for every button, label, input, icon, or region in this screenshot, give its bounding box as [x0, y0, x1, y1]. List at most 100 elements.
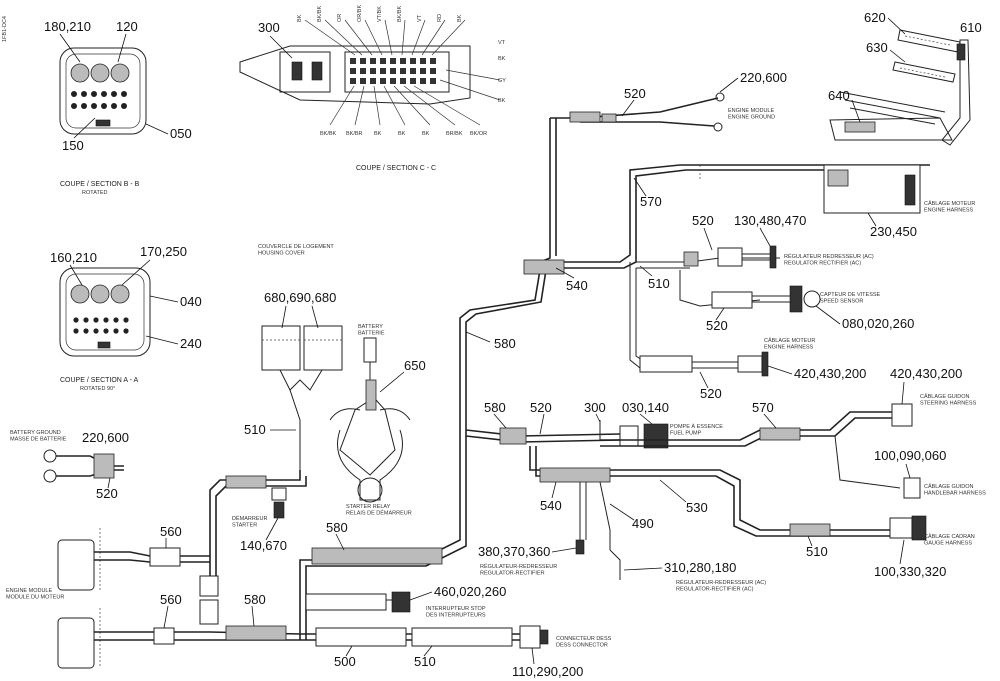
pin-label: BK — [457, 14, 463, 22]
pin-label: OR/BK — [357, 5, 363, 22]
braided-section — [539, 467, 621, 580]
callout-030-140: 030,140 — [622, 400, 669, 415]
pin-label: VT — [498, 40, 506, 46]
main-harness-trunk — [299, 118, 930, 640]
handlebar-bracket — [829, 29, 971, 146]
callout-520-left: 520 — [96, 486, 118, 501]
callout-520-speed: 520 — [706, 318, 728, 333]
engine-harness-connector — [639, 351, 769, 377]
pin-label: RD — [437, 14, 443, 22]
callout-080-020-260: 080,020,260 — [842, 316, 914, 331]
ecm-module — [57, 528, 301, 669]
section-b-subtitle: ROTATED — [82, 190, 107, 196]
regulator-connector — [683, 245, 777, 269]
pin-label: BK/BR — [346, 131, 363, 137]
fuel-pump-branch — [465, 420, 669, 449]
callout-520-reg: 520 — [692, 213, 714, 228]
section-a-title: COUPE / SECTION A - A — [60, 377, 139, 384]
speed-sensor-connector — [711, 285, 821, 313]
callout-220-600-top: 220,600 — [740, 70, 787, 85]
callout-510-left: 510 — [244, 422, 266, 437]
callout-100-090-060: 100,090,060 — [874, 448, 946, 463]
callout-300-fuel: 300 — [584, 400, 606, 415]
battery-ground-cables — [43, 449, 124, 483]
pin-label: GY — [498, 78, 506, 84]
callout-510-top: 510 — [648, 276, 670, 291]
connector-section-a — [59, 267, 151, 357]
callout-580-fuel: 580 — [484, 400, 506, 415]
pin-label: BK/BK — [320, 131, 337, 137]
pin-label: BK — [374, 131, 382, 137]
callout-530: 530 — [686, 500, 708, 515]
section-a-subtitle: ROTATED 90° — [80, 386, 115, 392]
callout-540-mid: 540 — [540, 498, 562, 513]
callout-520-top: 520 — [624, 86, 646, 101]
engine-ground-cables — [550, 92, 725, 132]
connector-section-c — [239, 19, 501, 126]
pin-label: BR/BK — [446, 131, 463, 137]
section-b-title: COUPE / SECTION B - B — [60, 181, 140, 188]
callout-510-bottom: 510 — [414, 654, 436, 669]
label-reg-rect-ac: RÉGULATEUR-REDRESSEUR (AC)REGULATOR-RECT… — [676, 579, 766, 592]
callout-140-670: 140,670 — [240, 538, 287, 553]
callout-040: 040 — [180, 294, 202, 309]
callout-560-bottom: 560 — [160, 592, 182, 607]
connector-section-b — [59, 47, 147, 135]
pin-label: VT/BK — [377, 6, 383, 22]
callout-540-top: 540 — [566, 278, 588, 293]
callout-490: 490 — [632, 516, 654, 531]
pin-labels-bottom: BK/BK BK/BR BK BK BK BR/BK BK/OR — [320, 131, 487, 137]
callout-460-020-260: 460,020,260 — [434, 584, 506, 599]
callout-150: 150 — [62, 138, 84, 153]
callout-510-right: 510 — [806, 544, 828, 559]
callout-570-top: 570 — [640, 194, 662, 209]
callout-110-290-200: 110,290,200 — [512, 664, 583, 679]
callout-420-430-200-b: 420,430,200 — [890, 366, 962, 381]
callout-420-430-200-a: 420,430,200 — [794, 366, 866, 381]
callout-560-top: 560 — [160, 524, 182, 539]
callout-500: 500 — [334, 654, 356, 669]
pin-label: OR — [337, 14, 343, 22]
pin-label: BK/BK — [397, 5, 403, 22]
pin-label: BK — [498, 98, 506, 104]
callout-300-top: 300 — [258, 20, 280, 35]
callout-640: 640 — [828, 88, 850, 103]
callout-620: 620 — [864, 10, 886, 25]
callout-120: 120 — [116, 19, 138, 34]
bottom-harness — [300, 591, 549, 649]
callout-580-mid: 580 — [494, 336, 516, 351]
callout-240: 240 — [180, 336, 202, 351]
callout-160-210: 160,210 — [50, 250, 97, 265]
pin-label: BK/OR — [470, 131, 487, 137]
callout-380-370-360: 380,370,360 — [478, 544, 550, 559]
pin-label: BK/BK — [317, 5, 323, 22]
pin-label: BK — [498, 56, 506, 62]
callout-100-330-320: 100,330,320 — [874, 564, 946, 579]
callout-220-600-left: 220,600 — [82, 430, 129, 445]
pin-label: VT — [417, 14, 423, 22]
pin-labels-top: BK BK/BK OR OR/BK VT/BK BK/BK VT RD BK V… — [297, 5, 506, 104]
callout-130-480-470: 130,480,470 — [734, 213, 806, 228]
callout-650: 650 — [404, 358, 426, 373]
callout-520-fuel: 520 — [530, 400, 552, 415]
engine-harness-right — [699, 164, 921, 214]
callout-680-690-680: 680,690,680 — [264, 290, 336, 305]
callout-630: 630 — [866, 40, 888, 55]
callout-580-low: 580 — [326, 520, 348, 535]
callout-570-right: 570 — [752, 400, 774, 415]
